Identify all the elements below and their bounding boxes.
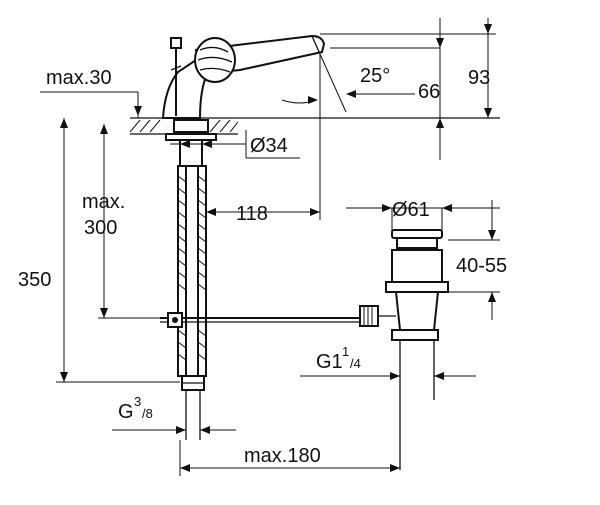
dim-g114-base: G1 xyxy=(316,351,343,373)
dim-118: 118 xyxy=(236,203,268,225)
dim-40-55: 40-55 xyxy=(456,255,507,277)
dim-angle: 25° xyxy=(360,65,390,87)
dim-dia61: Ø61 xyxy=(392,199,430,221)
dim-max300-line1: max. xyxy=(82,191,125,213)
dim-g114-sub: /4 xyxy=(350,356,361,371)
countertop xyxy=(129,117,500,141)
dim-g38-sub: /8 xyxy=(142,406,153,421)
dim-g1-1-4: G1 1 /4 xyxy=(316,344,361,373)
dim-350: 350 xyxy=(18,269,51,291)
dim-g114-sup: 1 xyxy=(342,344,349,359)
faucet-body xyxy=(161,34,326,119)
popup-rod xyxy=(160,312,370,328)
dim-max30: max.30 xyxy=(46,67,112,89)
dim-g3-8: G 3 /8 xyxy=(118,394,153,423)
dim-max300-line2: 300 xyxy=(84,217,117,239)
drain-assembly xyxy=(359,229,449,470)
dim-g38-base: G xyxy=(118,401,134,423)
dim-g38-sup: 3 xyxy=(134,394,141,409)
dim-max180: max.180 xyxy=(244,445,321,467)
dim-dia34: Ø34 xyxy=(250,135,288,157)
dim-93: 93 xyxy=(468,67,490,89)
dimension-lines xyxy=(40,18,500,476)
supply-hoses xyxy=(177,139,207,440)
dim-66: 66 xyxy=(418,81,440,103)
